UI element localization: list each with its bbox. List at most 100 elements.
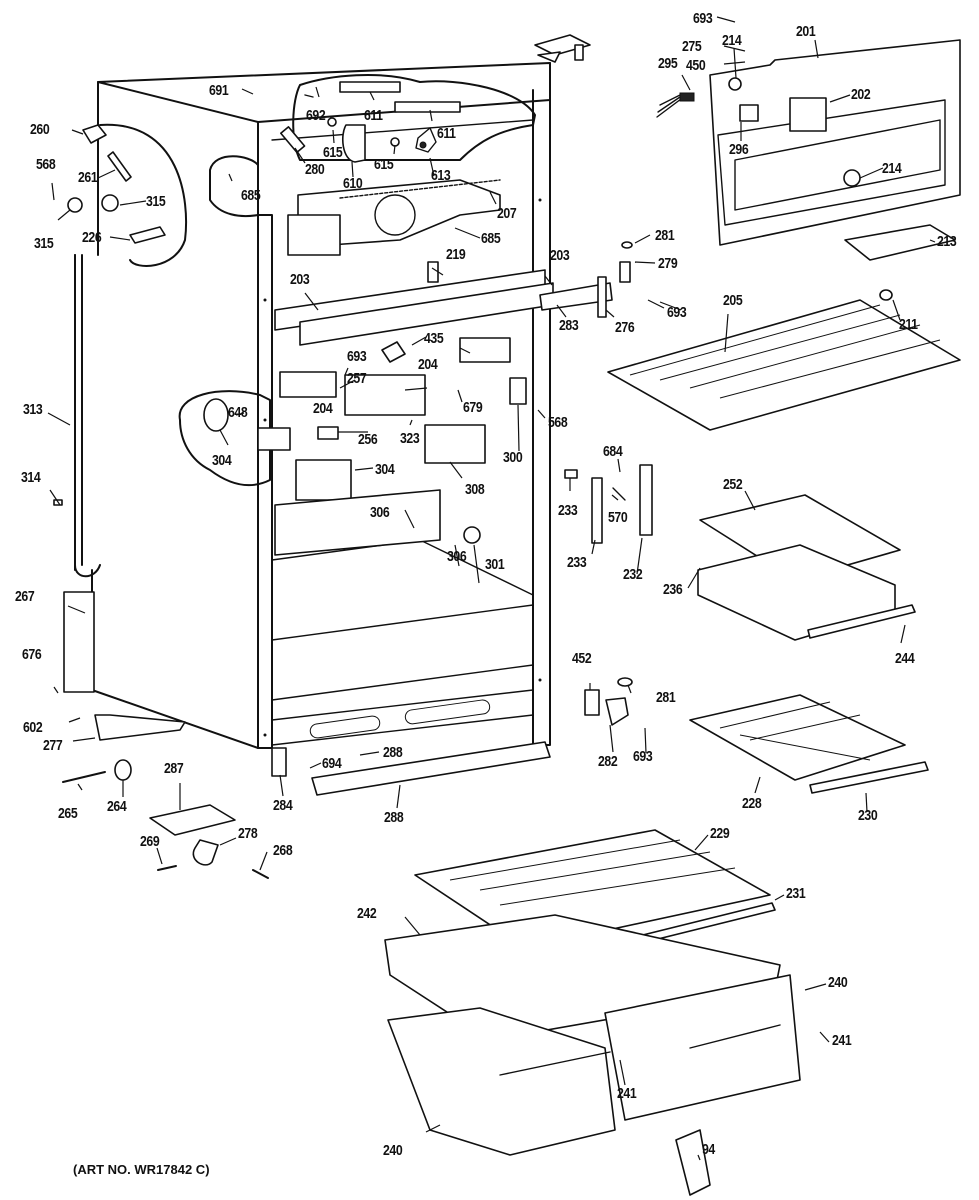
callout-301: 301 [485,556,505,573]
callout-211: 211 [899,316,918,333]
callout-315: 315 [34,235,54,252]
callout-260: 260 [30,121,50,138]
drain-tube-area [53,123,188,693]
callout-284: 284 [273,797,293,814]
callout-241: 241 [832,1032,852,1049]
callout-306: 306 [370,504,390,521]
base-parts [62,677,633,879]
callout-269: 269 [140,833,160,850]
callout-685: 685 [241,187,261,204]
fan-inset [209,73,536,218]
callout-233: 233 [558,502,578,519]
top-hinge [534,34,633,318]
shelf-supports [564,464,653,544]
callout-267: 267 [15,588,35,605]
callout-283: 283 [559,317,579,334]
callout-244: 244 [895,650,915,667]
callout-94: 94 [702,1141,715,1158]
callout-452: 452 [572,650,592,667]
callout-615: 615 [374,156,394,173]
callout-306: 306 [447,548,467,565]
callout-676: 676 [22,646,42,663]
callout-280: 280 [305,161,325,178]
callout-256: 256 [358,431,378,448]
callout-308: 308 [465,481,485,498]
callout-265: 265 [58,805,78,822]
callout-204: 204 [418,356,438,373]
leader-lines [47,16,936,1161]
callout-315: 315 [146,193,166,210]
callout-304: 304 [212,452,232,469]
callout-201: 201 [796,23,816,40]
callout-204: 204 [313,400,333,417]
freezer-shelf [607,289,961,431]
callout-610: 610 [343,175,363,192]
callout-281: 281 [656,689,676,706]
callout-288: 288 [383,744,403,761]
callout-252: 252 [723,476,743,493]
callout-203: 203 [550,247,570,264]
callout-278: 278 [238,825,258,842]
callout-313: 313 [23,401,43,418]
callout-691: 691 [209,82,229,99]
callout-287: 287 [164,760,184,777]
light-shield [274,261,554,346]
callout-693: 693 [347,348,367,365]
art-number-caption: (ART NO. WR17842 C) [73,1162,210,1177]
callout-279: 279 [658,255,678,272]
callout-679: 679 [463,399,483,416]
fresh-food-shelf [689,694,929,794]
callout-281: 281 [655,227,675,244]
callout-213: 213 [937,233,957,250]
callout-435: 435 [424,330,444,347]
callout-261: 261 [78,169,98,186]
callout-314: 314 [21,469,41,486]
evaporator-housing [287,179,501,256]
callout-219: 219 [446,246,466,263]
callout-230: 230 [858,807,878,824]
callout-257: 257 [347,370,367,387]
callout-304: 304 [375,461,395,478]
callout-275: 275 [682,38,702,55]
control-inset [178,337,527,556]
callout-323: 323 [400,430,420,447]
callout-231: 231 [786,885,806,902]
callout-226: 226 [82,229,102,246]
callout-229: 229 [710,825,730,842]
callout-276: 276 [615,319,635,336]
callout-240: 240 [828,974,848,991]
callout-203: 203 [290,271,310,288]
callout-242: 242 [357,905,377,922]
callout-613: 613 [431,167,451,184]
callout-611: 611 [437,125,456,142]
callout-648: 648 [228,404,248,421]
callout-264: 264 [107,798,127,815]
callout-277: 277 [43,737,63,754]
callout-232: 232 [623,566,643,583]
callout-240: 240 [383,1142,403,1159]
callout-228: 228 [742,795,762,812]
callout-692: 692 [306,107,326,124]
callout-450: 450 [686,57,706,74]
callout-570: 570 [608,509,628,526]
callout-295: 295 [658,55,678,72]
callout-693: 693 [667,304,687,321]
callout-288: 288 [384,809,404,826]
callout-300: 300 [503,449,523,466]
control-panel [656,39,961,261]
callout-568: 568 [36,156,56,173]
callout-236: 236 [663,581,683,598]
callout-282: 282 [598,753,618,770]
meat-pan [697,494,916,641]
callout-205: 205 [723,292,743,309]
callout-685: 685 [481,230,501,247]
callout-207: 207 [497,205,517,222]
callout-694: 694 [322,755,342,772]
callout-214: 214 [722,32,742,49]
callout-202: 202 [851,86,871,103]
callout-602: 602 [23,719,43,736]
callout-241: 241 [617,1085,637,1102]
callout-615: 615 [323,144,343,161]
